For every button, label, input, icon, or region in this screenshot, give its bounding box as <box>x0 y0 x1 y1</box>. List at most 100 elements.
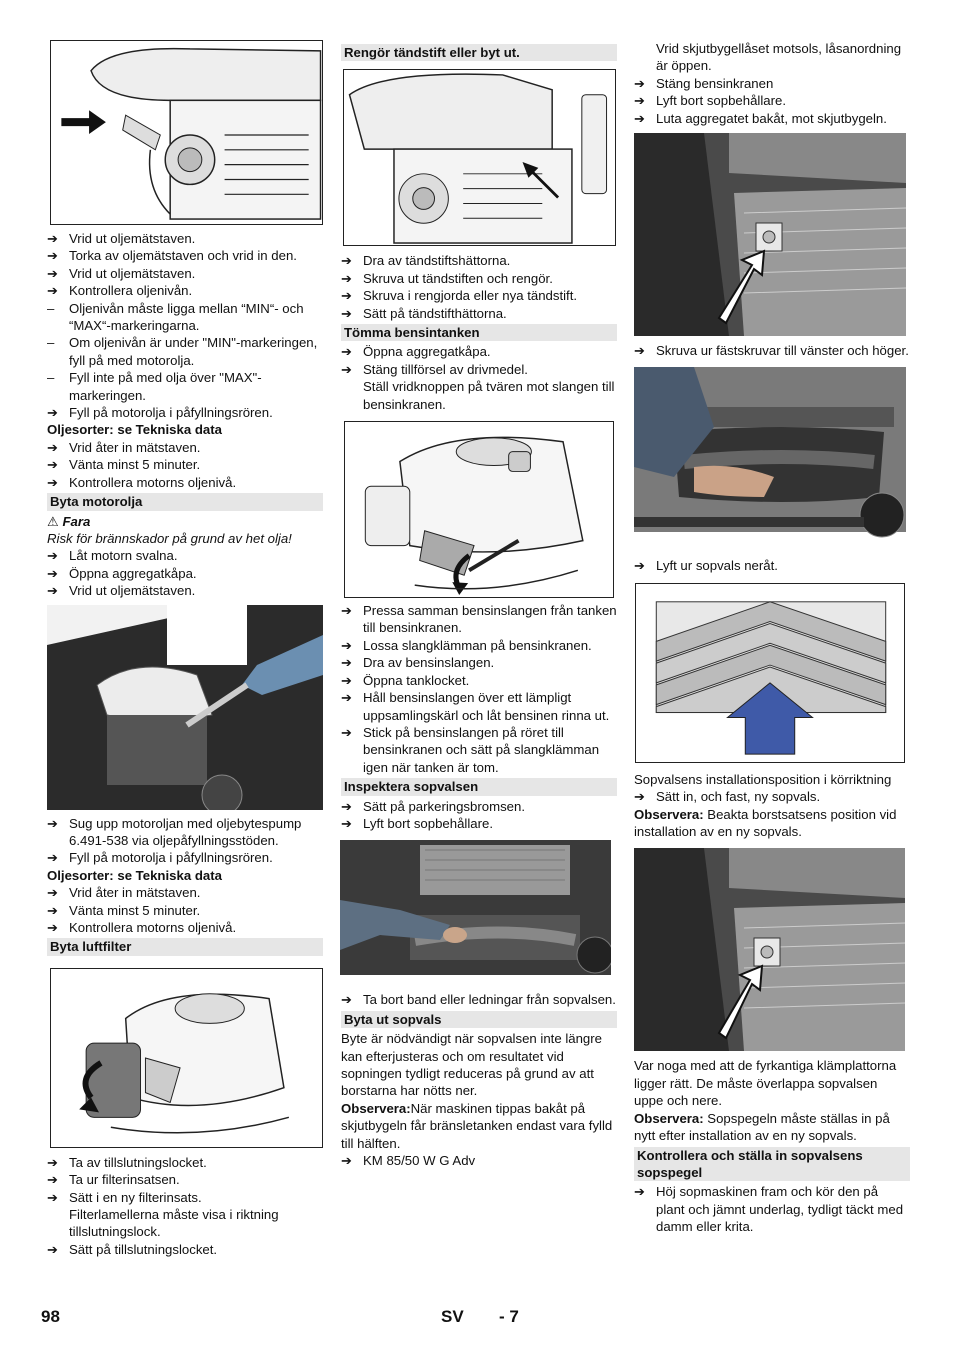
list-item: ➔Kontrollera motorns oljenivå. <box>47 474 237 490</box>
list-item: ➔Kontrollera oljenivån. <box>47 283 193 299</box>
replace-note: Observera:När maskinen tippas bakåt på s… <box>341 1100 613 1151</box>
figure-chevron-roller <box>635 582 905 763</box>
list-item: ➔Dra av bensinslangen. <box>341 655 495 671</box>
language-code: SV <box>441 1307 464 1326</box>
fuel-hose-illustration <box>364 436 584 596</box>
list-item: ➔Öppna tanklocket. <box>341 672 470 688</box>
engine-dipstick-illustration <box>61 47 322 220</box>
install-caption: Sopvalsens installationsposition i körri… <box>634 771 892 787</box>
air-filter-illustration <box>79 993 290 1134</box>
list-item: ➔Vänta minst 5 minuter. <box>47 902 201 918</box>
oil-types-note-2: Oljesorter: se Tekniska data <box>47 867 222 883</box>
list-item: ➔Öppna aggregatkåpa. <box>47 565 197 581</box>
column-1: ➔Vrid ut oljemätstaven. ➔Torka av oljemä… <box>47 40 323 1258</box>
list-item: ➔Lyft bort sopbehållare. <box>341 815 494 831</box>
clamp-plate-photo <box>634 848 905 1052</box>
fastening-screw-photo <box>634 133 906 337</box>
list-item: ➔Ta bort band eller ledningar från sopva… <box>341 992 616 1008</box>
figure-air-filter <box>50 967 323 1148</box>
section-heading-air-filter: Byta luftfilter <box>47 938 323 956</box>
photo-remove-roller <box>634 367 906 546</box>
list-item: ➔Torka av oljemätstaven och vrid in den. <box>47 248 297 264</box>
oil-types-note: Oljesorter: se Tekniska data <box>47 422 222 438</box>
steps-empty-tank: ➔Öppna aggregatkåpa. ➔Stäng tillförsel a… <box>341 343 617 378</box>
list-item: ➔Kontrollera motorns oljenivå. <box>47 919 237 935</box>
list-item: ➔Skruva i rengjorda eller nya tändstift. <box>341 288 578 304</box>
list-item: ➔Sug upp motoroljan med oljebytespump 6.… <box>47 815 302 848</box>
list-item: ➔Vrid åter in mätstaven. <box>47 439 201 455</box>
section-heading-replace-roller: Byta ut sopvals <box>341 1010 617 1029</box>
section-heading-empty-tank: Tömma bensintanken <box>341 324 617 342</box>
section-heading-spark-plug: Rengör tändstift eller byt ut. <box>341 44 617 62</box>
photo-clamp-plates <box>634 848 905 1052</box>
steps-recheck-2: ➔Vrid åter in mätstaven. ➔Vänta minst 5 … <box>47 884 323 936</box>
list-item: ➔Vrid åter in mätstaven. <box>47 885 201 901</box>
list-item: –Fyll inte på med olja över "MAX"-marker… <box>47 370 262 403</box>
remove-roller-photo <box>634 367 906 546</box>
list-item: ➔Fyll på motorolja i påfyllningsrören. <box>47 405 273 421</box>
list-item: ➔Sätt på tillslutningslocket. <box>47 1241 218 1257</box>
warning-block: ⚠ Fara <box>47 513 323 530</box>
column-3: Vrid skjutbygellåset motsols, låsanordni… <box>634 40 910 1236</box>
section-heading-change-oil: Byta motorolja <box>47 493 323 511</box>
list-item: ➔Håll bensinslangen över ett lämpligt up… <box>341 690 610 723</box>
section-page-number: - 7 <box>499 1307 519 1326</box>
steps-prepare-oil-change: ➔Låt motorn svalna. ➔Öppna aggregatkåpa.… <box>47 547 323 599</box>
list-item: ➔Lyft ur sopvals neråt. <box>634 558 778 574</box>
roller-inspection-photo <box>340 840 611 986</box>
list-item: ➔Vrid ut oljemätstaven. <box>47 265 196 281</box>
list-item: ➔Stick på bensinslangen på röret till be… <box>341 724 600 775</box>
section-heading-check-mirror: Kontrollera och ställa in sopvalsens sop… <box>634 1146 910 1182</box>
section-heading-inspect-roller: Inspektera sopvalsen <box>341 778 617 796</box>
figure-fuel-hose <box>344 421 614 599</box>
list-item: ➔Stäng bensinkranen <box>634 75 774 91</box>
steps-inspect: ➔Sätt på parkeringsbromsen. ➔Lyft bort s… <box>341 798 617 833</box>
steps-suck-oil: ➔Sug upp motoroljan med oljebytespump 6.… <box>47 815 323 867</box>
figure-spark-plug <box>343 69 616 247</box>
clamp-plates-note: Var noga med att de fyrkantiga klämplatt… <box>634 1058 897 1109</box>
steps-spark-plug: ➔Dra av tändstiftshättorna. ➔Skruva ut t… <box>341 252 617 322</box>
figure-oil-dipstick <box>50 40 323 225</box>
list-item: –Oljenivån måste ligga mellan “MIN“- och… <box>47 300 304 334</box>
list-item: ➔Stäng tillförsel av drivmedel. <box>341 361 528 377</box>
list-item: ➔Lyft bort sopbehållare. <box>634 93 787 109</box>
warning-triangle-icon: ⚠ <box>47 513 59 529</box>
warning-text: Risk för brännskador på grund av het olj… <box>47 530 292 546</box>
steps-drain-fuel: ➔Pressa samman bensinslangen från tanken… <box>341 602 617 776</box>
list-item: ➔Pressa samman bensinslangen från tanken… <box>341 603 617 636</box>
steps-recheck: ➔Vrid åter in mätstaven. ➔Vänta minst 5 … <box>47 439 323 491</box>
list-item: ➔Sätt på tändstifthättorna. <box>341 305 507 321</box>
list-item: ➔Lossa slangklämman på bensinkranen. <box>341 637 592 653</box>
list-item: ➔Fyll på motorolja i påfyllningsrören. <box>47 850 273 866</box>
list-item: –Om oljenivån är under "MIN"-markeringen… <box>47 335 318 368</box>
list-item: ➔Sätt in, och fast, ny sopvals. <box>634 789 821 805</box>
mirror-note: Observera: Sopspegeln måste ställas in p… <box>634 1110 890 1144</box>
steps-check-oil: ➔Vrid ut oljemätstaven. ➔Torka av oljemä… <box>47 230 323 421</box>
photo-fastening-screws <box>634 133 906 337</box>
photo-inspect-roller <box>340 840 611 986</box>
list-item: ➔Höj sopmaskinen fram och kör den på pla… <box>634 1184 904 1235</box>
spark-plug-illustration <box>348 73 608 245</box>
tank-note: Ställ vridknoppen på tvären mot slangen … <box>363 379 615 412</box>
list-item: ➔Vrid ut oljemätstaven. <box>47 583 196 599</box>
page-number: 98 <box>41 1307 60 1326</box>
photo-oil-pump <box>47 604 323 810</box>
list-item: ➔Sätt på parkeringsbromsen. <box>341 798 525 814</box>
list-item: ➔Ta av tillslutningslocket. <box>47 1154 207 1170</box>
list-item: ➔Skruva ur fästskruvar till vänster och … <box>634 343 909 359</box>
steps-tilt: ➔Stäng bensinkranen ➔Lyft bort sopbehåll… <box>634 75 910 127</box>
chevron-brush-diagram <box>655 601 887 755</box>
list-item: ➔Låt motorn svalna. <box>47 548 178 564</box>
oil-change-photo <box>47 604 323 810</box>
list-item: ➔KM 85/50 W G Adv <box>341 1153 476 1168</box>
list-item: ➔Sätt i en ny filterinsats. <box>47 1189 202 1205</box>
install-note: Observera: Beakta borstsatsens position … <box>634 806 897 840</box>
list-item: ➔Skruva ut tändstiften och rengör. <box>341 270 553 286</box>
list-item: ➔Vrid ut oljemätstaven. <box>47 231 196 246</box>
column-2: Rengör tändstift eller byt ut. ➔Dra av t… <box>340 40 617 1169</box>
warning-title: Fara <box>62 513 91 529</box>
list-item: ➔Vänta minst 5 minuter. <box>47 457 201 473</box>
steps-air-filter: ➔Ta av tillslutningslocket. ➔Ta ur filte… <box>47 1154 323 1206</box>
list-item: ➔Ta ur filterinsatsen. <box>47 1172 180 1188</box>
list-item: ➔Luta aggregatet bakåt, mot skjutbygeln. <box>634 110 887 126</box>
